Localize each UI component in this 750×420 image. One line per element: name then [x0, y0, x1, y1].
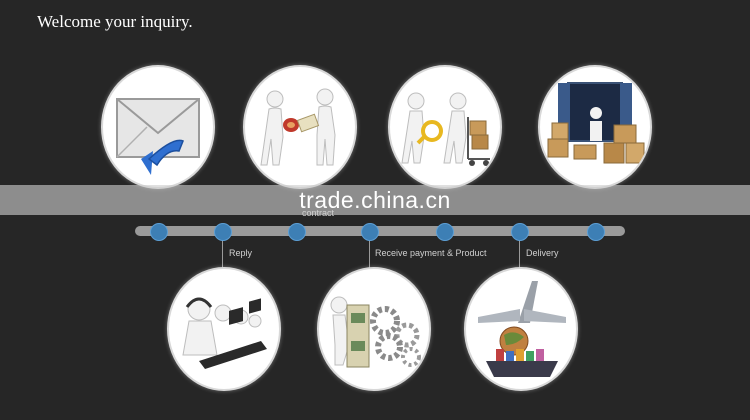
plane-globe-ship-icon	[464, 267, 578, 391]
timeline-node-delivery	[511, 223, 529, 241]
handshake-figures-icon	[243, 65, 357, 189]
shipping-container-icon	[538, 65, 652, 189]
timeline-node-reply	[214, 223, 232, 241]
label-delivery: Delivery	[526, 248, 559, 258]
connector-line	[222, 236, 223, 268]
connector-line	[369, 236, 370, 268]
envelope-reply-icon	[101, 65, 215, 189]
timeline-node-shipping	[587, 223, 605, 241]
timeline-bar	[135, 226, 625, 236]
timeline-node-contract	[288, 223, 306, 241]
magnifier-cart-icon	[388, 65, 502, 189]
label-reply: Reply	[229, 248, 253, 258]
watermark-band: trade.china.cn	[0, 185, 750, 215]
timeline-node-inspection	[436, 223, 454, 241]
timeline-node-payment	[361, 223, 379, 241]
connector-line	[519, 236, 520, 268]
label-contract: contract	[302, 208, 335, 218]
page-title: Welcome your inquiry.	[37, 12, 193, 31]
timeline-node-inquiry	[150, 223, 168, 241]
money-gears-icon	[317, 267, 431, 391]
support-headset-icon	[167, 267, 281, 391]
label-payment: Receive payment & Product	[375, 248, 487, 258]
